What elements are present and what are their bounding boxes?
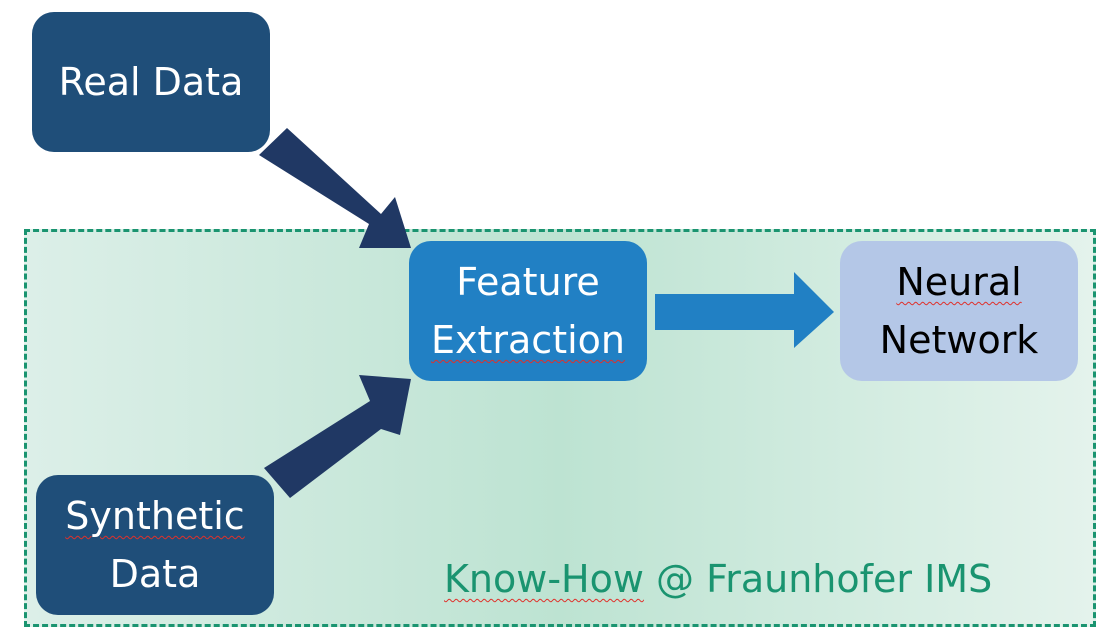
synthetic-data-label-line1: Synthetic (65, 494, 245, 538)
neural-network-label-line1: Neural (896, 260, 1022, 304)
neural-network-node: Neural Network (840, 241, 1078, 381)
synthetic-data-node: Synthetic Data (36, 475, 274, 615)
real-data-node: Real Data (32, 12, 270, 152)
arrow-real-to-feature (259, 128, 411, 248)
arrow-synthetic-to-feature (264, 375, 411, 498)
neural-network-label-line2: Network (879, 318, 1039, 362)
real-data-label: Real Data (58, 60, 244, 104)
arrow-feature-to-neural (655, 272, 834, 348)
feature-extraction-label-line2: Extraction (431, 318, 625, 362)
region-label-org: @ Fraunhofer IMS (643, 557, 993, 601)
feature-extraction-node: Feature Extraction (409, 241, 647, 381)
feature-extraction-label-line1: Feature (456, 260, 600, 304)
region-label-knowhow: Know-How (444, 557, 644, 601)
synthetic-data-label-line2: Data (109, 552, 201, 596)
region-label: Know-How @ Fraunhofer IMS (444, 553, 992, 605)
